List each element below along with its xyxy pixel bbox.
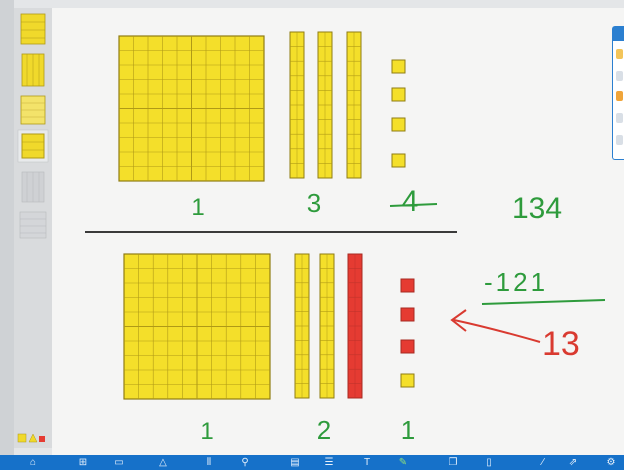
side-panel-item-1[interactable] [616, 49, 623, 59]
shape-icon[interactable]: △ [159, 457, 167, 468]
block-palette-sidebar [14, 8, 53, 448]
unit-cube-tile[interactable] [17, 129, 49, 163]
side-panel-item-3[interactable] [616, 91, 623, 101]
side-panel-item-2[interactable] [616, 71, 623, 81]
home-icon[interactable]: ⌂ [29, 457, 37, 468]
ten-rod-tile[interactable] [20, 95, 46, 125]
bottom-hundreds-digit: 1 [200, 418, 213, 445]
shapes-icon[interactable] [17, 433, 45, 443]
side-panel-item-5[interactable] [616, 135, 623, 145]
grid-icon[interactable]: ⊞ [78, 457, 88, 468]
layout-icon[interactable]: ▤ [290, 457, 300, 468]
ten-rods-bottom[interactable] [294, 253, 363, 399]
result: 13 [542, 325, 580, 363]
workspace-canvas[interactable]: 1 3 4 134 -121 13 1 2 1 [52, 8, 624, 455]
list-icon[interactable]: ☰ [324, 457, 334, 468]
top-ones-digit: 4 [402, 185, 419, 218]
block-palette-icons [17, 13, 49, 443]
columns-icon[interactable]: ⫴ [206, 457, 212, 468]
pen-icon[interactable]: ✎ [398, 457, 408, 468]
ten-rods-top[interactable] [289, 31, 362, 179]
hundred-flat-block[interactable] [118, 35, 265, 182]
export-icon[interactable]: ⇗ [568, 457, 578, 468]
brush-icon[interactable]: ∕ [542, 457, 544, 468]
side-panel-item-4[interactable] [616, 113, 623, 123]
side-tool-panel[interactable] [612, 26, 624, 160]
settings-icon[interactable]: ⚙ [606, 457, 616, 468]
unit-cubes-top[interactable] [391, 59, 406, 168]
text-icon[interactable]: T [363, 457, 371, 468]
top-ones-underline [389, 203, 438, 207]
tenth-rod-tile[interactable] [21, 171, 45, 203]
hundred-flat-block-bottom[interactable] [123, 253, 271, 400]
top-hundreds-digit: 1 [191, 194, 204, 221]
ruler-icon[interactable]: ▭ [114, 457, 124, 468]
subtrahend: -121 [484, 267, 548, 297]
bottom-ones-digit: 1 [401, 415, 415, 445]
top-total: 134 [512, 192, 562, 225]
hundredth-flat-tile[interactable] [19, 211, 47, 239]
hundred-flat-tile[interactable] [21, 53, 45, 87]
window-frame-left [0, 0, 14, 470]
bottom-tens-digit: 2 [317, 415, 331, 445]
workspace-board: 1 3 4 134 -121 13 1 2 1 [85, 31, 606, 445]
subtraction-bar [481, 299, 606, 305]
trash-icon[interactable]: ▯ [486, 457, 492, 468]
arrow-annotation [450, 309, 541, 343]
bottom-toolbar: ⌂ ⊞ ▭ △ ⫴ ⚲ ▤ ☰ T ✎ ❐ ▯ ∕ ⇗ ⚙ [0, 455, 624, 470]
side-panel-header [613, 27, 624, 41]
unit-cubes-bottom[interactable] [400, 278, 415, 388]
thousand-cube-tile[interactable] [20, 13, 46, 45]
top-tens-digit: 3 [307, 188, 321, 218]
copy-icon[interactable]: ❐ [448, 457, 458, 468]
zoom-icon[interactable]: ⚲ [241, 457, 249, 468]
